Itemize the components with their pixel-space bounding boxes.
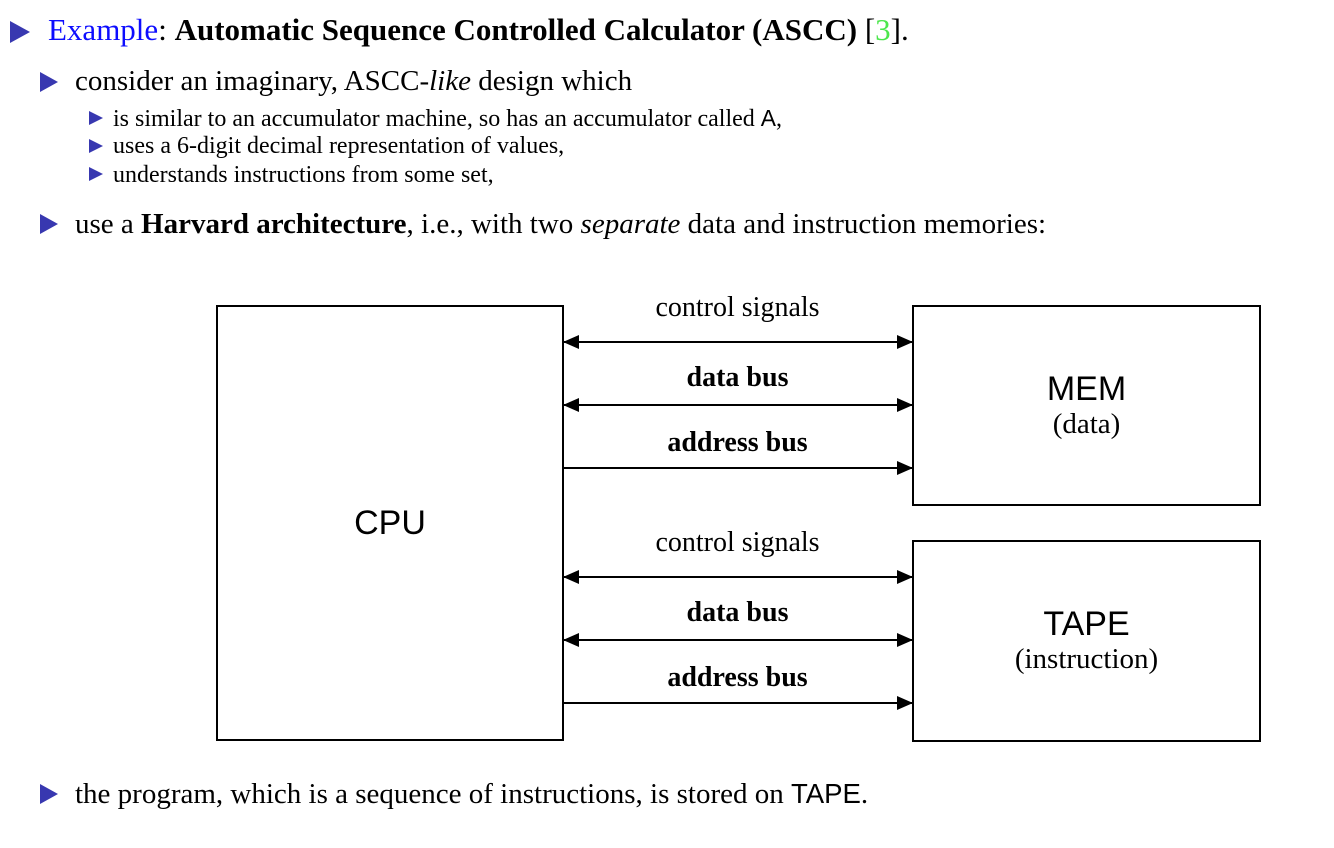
sub-sub-bullet-icon	[89, 139, 103, 153]
title-separator: :	[158, 12, 175, 47]
tape-label: TAPE	[1043, 605, 1130, 643]
bottom-address-bus-arrow	[564, 696, 913, 710]
citation-number: 3	[875, 12, 891, 47]
harvard-term: Harvard architecture	[141, 208, 407, 240]
sub-bullet-icon	[40, 72, 58, 92]
title-main: Automatic Sequence Controlled Calculator…	[174, 12, 858, 47]
harvard-text-mid: , i.e., with two	[406, 208, 581, 240]
tape-sublabel: (instruction)	[1014, 643, 1159, 675]
page-title: Example: Automatic Sequence Controlled C…	[48, 10, 909, 50]
bottom-control-signals-label: control signals	[655, 527, 820, 558]
bullet-accumulator: is similar to an accumulator machine, so…	[113, 103, 782, 134]
bullet-harvard: use a Harvard architecture, i.e., with t…	[75, 205, 1046, 243]
top-control-signals-arrow	[563, 335, 913, 349]
sub-bullet-icon	[40, 214, 58, 234]
harvard-text-pre: use a	[75, 208, 142, 240]
cpu-label: CPU	[354, 503, 426, 542]
bullet-program-tape: the program, which is a sequence of inst…	[75, 775, 868, 813]
accumulator-text-post: ,	[775, 106, 782, 132]
mem-box: MEM (data)	[912, 305, 1261, 506]
top-control-signals-label: control signals	[655, 292, 820, 323]
consider-text-pre: consider an imaginary, ASCC-	[75, 65, 430, 97]
accumulator-text-pre: is similar to an accumulator machine, so…	[113, 106, 761, 132]
bullet-consider: consider an imaginary, ASCC-like design …	[75, 62, 632, 100]
top-data-bus-arrow	[563, 398, 913, 412]
bullet-decimal: uses a 6-digit decimal representation of…	[113, 133, 565, 159]
sub-bullet-icon	[40, 784, 58, 804]
harvard-text-em: separate	[580, 208, 681, 240]
harvard-text-post: data and instruction memories:	[680, 208, 1047, 240]
cpu-box: CPU	[216, 305, 564, 741]
tape-box: TAPE (instruction)	[912, 540, 1261, 742]
mem-sublabel: (data)	[1052, 407, 1121, 440]
top-address-bus-arrow	[564, 461, 913, 475]
bullet-icon	[10, 21, 30, 43]
mem-label: MEM	[1046, 369, 1127, 408]
accumulator-register-name: A	[760, 105, 776, 131]
final-text-post: .	[860, 778, 869, 810]
bottom-data-bus-label: data bus	[686, 597, 789, 628]
title-example-keyword: Example	[48, 12, 159, 47]
bullet-instructions: understands instructions from some set,	[113, 162, 494, 188]
top-data-bus-label: data bus	[686, 362, 789, 393]
bottom-control-signals-arrow	[563, 570, 913, 584]
title-cite-close: ].	[890, 12, 909, 47]
final-text-pre: the program, which is a sequence of inst…	[75, 778, 791, 810]
title-cite-open: [	[857, 12, 876, 47]
bottom-data-bus-arrow	[563, 633, 913, 647]
sub-sub-bullet-icon	[89, 111, 103, 125]
bottom-address-bus-label: address bus	[667, 662, 808, 693]
consider-text-post: design which	[470, 65, 633, 97]
top-address-bus-label: address bus	[667, 427, 808, 458]
sub-sub-bullet-icon	[89, 167, 103, 181]
tape-term: TAPE	[790, 778, 861, 809]
consider-text-em: like	[429, 65, 471, 97]
